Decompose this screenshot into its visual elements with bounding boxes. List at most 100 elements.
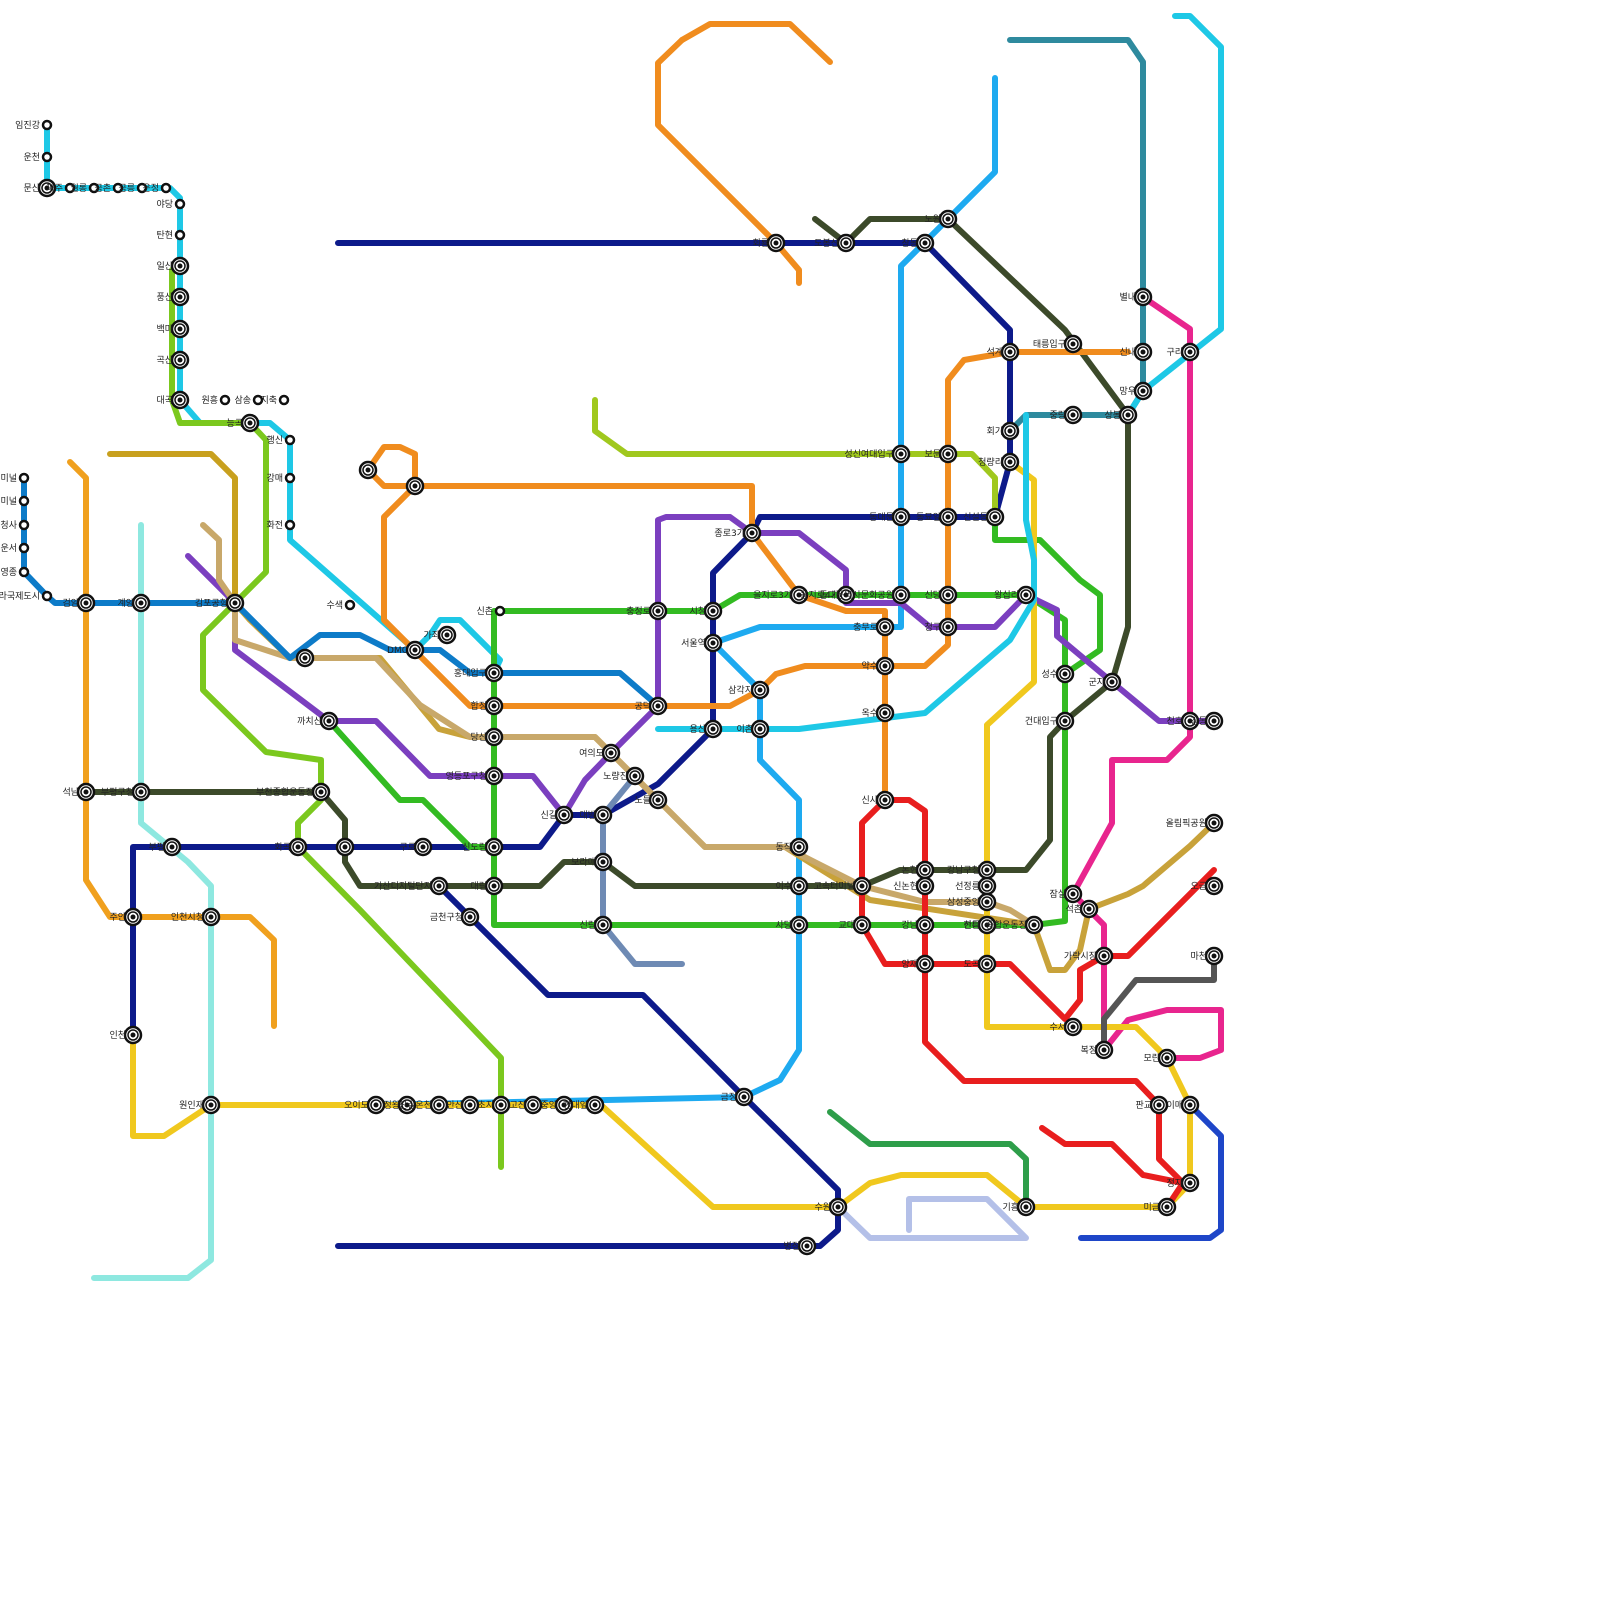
transfer-marker[interactable] [1133, 342, 1153, 362]
transfer-marker[interactable] [484, 837, 504, 857]
transfer-marker[interactable] [734, 1087, 754, 1107]
transfer-marker[interactable] [1000, 342, 1020, 362]
transfer-marker[interactable] [460, 1095, 480, 1115]
transfer-marker[interactable] [405, 476, 425, 496]
transfer-marker[interactable] [335, 837, 355, 857]
transfer-marker[interactable] [938, 444, 958, 464]
transfer-marker[interactable] [162, 837, 182, 857]
transfer-marker[interactable] [593, 805, 613, 825]
station-marker[interactable] [64, 182, 76, 194]
transfer-marker[interactable] [977, 892, 997, 912]
transfer-marker[interactable] [836, 233, 856, 253]
transfer-marker[interactable] [648, 601, 668, 621]
transfer-marker[interactable] [319, 711, 339, 731]
transfer-marker[interactable] [836, 585, 856, 605]
transfer-marker[interactable] [789, 585, 809, 605]
transfer-marker[interactable] [429, 1095, 449, 1115]
transfer-marker[interactable] [240, 413, 260, 433]
station-marker[interactable] [18, 566, 30, 578]
station-marker[interactable] [18, 519, 30, 531]
transfer-marker[interactable] [938, 209, 958, 229]
transfer-marker[interactable] [170, 287, 190, 307]
transfer-marker[interactable] [891, 507, 911, 527]
transfer-marker[interactable] [703, 633, 723, 653]
transfer-marker[interactable] [875, 790, 895, 810]
transfer-marker[interactable] [915, 233, 935, 253]
transfer-marker[interactable] [1016, 585, 1036, 605]
transfer-marker[interactable] [1157, 1048, 1177, 1068]
transfer-marker[interactable] [1000, 452, 1020, 472]
transfer-marker[interactable] [1024, 915, 1044, 935]
transfer-marker[interactable] [1000, 421, 1020, 441]
station-marker[interactable] [284, 472, 296, 484]
transfer-marker[interactable] [1102, 672, 1122, 692]
station-marker[interactable] [174, 198, 186, 210]
transfer-marker[interactable] [938, 617, 958, 637]
station-marker[interactable] [284, 519, 296, 531]
station-marker[interactable] [160, 182, 172, 194]
transfer-marker[interactable] [484, 876, 504, 896]
transfer-marker[interactable] [977, 876, 997, 896]
transfer-marker[interactable] [625, 766, 645, 786]
transfer-marker[interactable] [1180, 1173, 1200, 1193]
transfer-marker[interactable] [1157, 1197, 1177, 1217]
transfer-marker[interactable] [37, 178, 57, 198]
transfer-marker[interactable] [484, 696, 504, 716]
transfer-marker[interactable] [789, 915, 809, 935]
station-marker[interactable] [41, 119, 53, 131]
transfer-marker[interactable] [460, 907, 480, 927]
transfer-marker[interactable] [437, 625, 457, 645]
transfer-marker[interactable] [491, 1095, 511, 1115]
transfer-marker[interactable] [1094, 1040, 1114, 1060]
transfer-marker[interactable] [201, 907, 221, 927]
transfer-marker[interactable] [554, 1095, 574, 1115]
transfer-marker[interactable] [977, 915, 997, 935]
transfer-marker[interactable] [554, 805, 574, 825]
transfer-marker[interactable] [1118, 405, 1138, 425]
transfer-marker[interactable] [1055, 664, 1075, 684]
transfer-marker[interactable] [1204, 813, 1224, 833]
transfer-marker[interactable] [766, 233, 786, 253]
transfer-marker[interactable] [977, 860, 997, 880]
transfer-marker[interactable] [1204, 946, 1224, 966]
transfer-marker[interactable] [358, 460, 378, 480]
transfer-marker[interactable] [484, 727, 504, 747]
transfer-marker[interactable] [170, 256, 190, 276]
transfer-marker[interactable] [131, 782, 151, 802]
transfer-marker[interactable] [1149, 1095, 1169, 1115]
transfer-marker[interactable] [1055, 711, 1075, 731]
transfer-marker[interactable] [797, 1236, 817, 1256]
transfer-marker[interactable] [585, 1095, 605, 1115]
transfer-marker[interactable] [1133, 287, 1153, 307]
transfer-marker[interactable] [852, 876, 872, 896]
transfer-marker[interactable] [750, 680, 770, 700]
transfer-marker[interactable] [750, 719, 770, 739]
transfer-marker[interactable] [288, 837, 308, 857]
transfer-marker[interactable] [891, 585, 911, 605]
transfer-marker[interactable] [703, 719, 723, 739]
transfer-marker[interactable] [828, 1197, 848, 1217]
transfer-marker[interactable] [915, 860, 935, 880]
station-marker[interactable] [41, 151, 53, 163]
transfer-marker[interactable] [1063, 1017, 1083, 1037]
transfer-marker[interactable] [311, 782, 331, 802]
transfer-marker[interactable] [1180, 1095, 1200, 1115]
transfer-marker[interactable] [484, 766, 504, 786]
transfer-marker[interactable] [131, 593, 151, 613]
transfer-marker[interactable] [170, 390, 190, 410]
transfer-marker[interactable] [915, 954, 935, 974]
transfer-marker[interactable] [593, 915, 613, 935]
transfer-marker[interactable] [1063, 334, 1083, 354]
transfer-marker[interactable] [891, 444, 911, 464]
transfer-marker[interactable] [852, 915, 872, 935]
transfer-marker[interactable] [1204, 876, 1224, 896]
transfer-marker[interactable] [1094, 946, 1114, 966]
transfer-marker[interactable] [703, 601, 723, 621]
transfer-marker[interactable] [1133, 381, 1153, 401]
station-marker[interactable] [174, 229, 186, 241]
station-marker[interactable] [219, 394, 231, 406]
transfer-marker[interactable] [915, 915, 935, 935]
station-marker[interactable] [18, 495, 30, 507]
transfer-marker[interactable] [201, 1095, 221, 1115]
transfer-marker[interactable] [429, 876, 449, 896]
